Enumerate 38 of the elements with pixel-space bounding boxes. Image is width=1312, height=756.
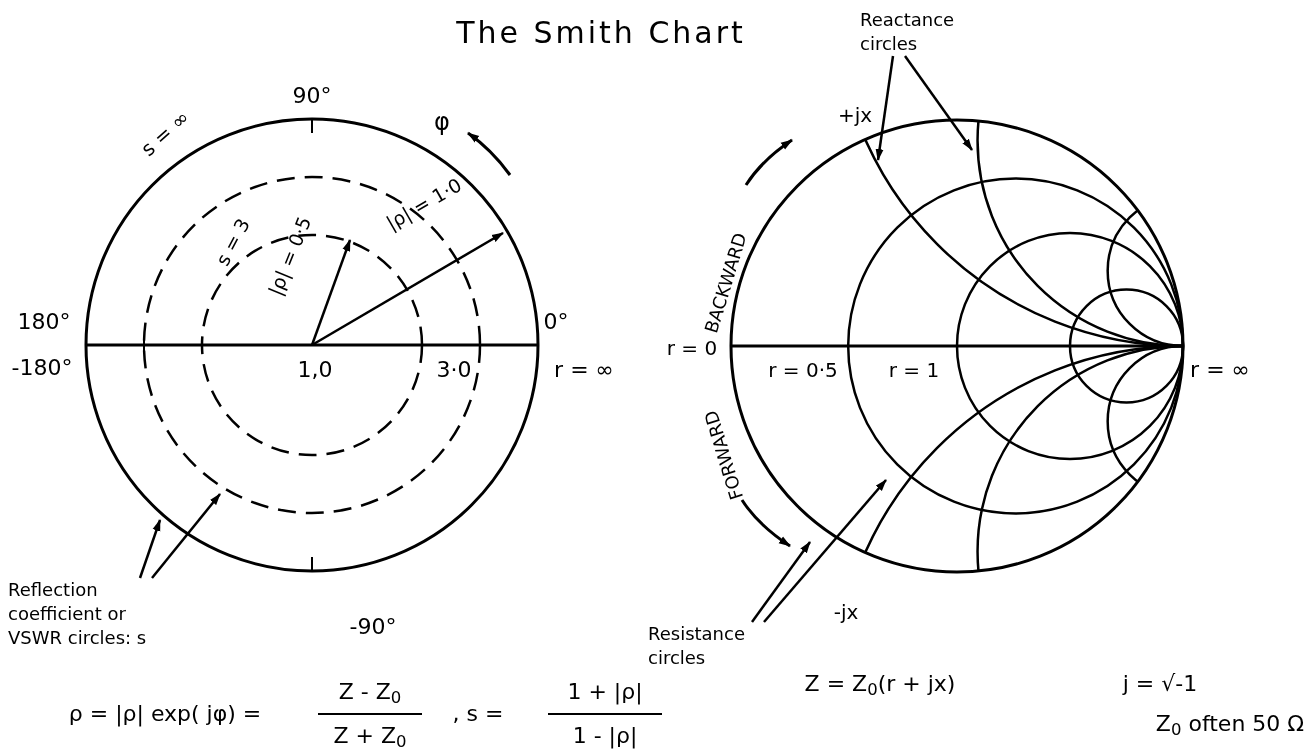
leader-line <box>751 541 811 623</box>
callout-text: Reactance circles <box>860 8 1010 56</box>
chart-label: s = ∞ <box>137 106 193 160</box>
callout-text: Reflection coefficient or VSWR circles: s <box>8 578 158 650</box>
chart-label: r = ∞ <box>1190 359 1250 381</box>
leader-line <box>763 479 887 623</box>
chart-label: r = 0·5 <box>768 360 838 380</box>
title: The Smith Chart <box>456 14 746 52</box>
chart-label: r = ∞ <box>554 359 614 381</box>
chart-label: s = 3 <box>212 215 254 269</box>
chart-label: φ <box>434 110 450 134</box>
chart-label: r = 0 <box>666 338 718 358</box>
chart-label: Z = Z$_{0}$(r + jx) <box>804 673 956 695</box>
chart-label: 1 - |ρ| <box>572 725 638 747</box>
chart-label: +jx <box>837 105 873 125</box>
chart-label: -jx <box>833 602 859 622</box>
leader-line <box>138 519 162 579</box>
callout-text: Resistance circles <box>648 622 768 670</box>
chart-label: 1 + |ρ| <box>567 681 643 703</box>
chart-label: j = √-1 <box>1122 673 1198 695</box>
chart-label: Z + Z$_{0}$ <box>333 725 407 747</box>
chart-label: 1,0 <box>297 359 333 381</box>
chart-label: Z$_{0}$ often 50 Ω <box>1155 713 1305 735</box>
chart-label: , s = <box>452 703 504 725</box>
chart-label: -90° <box>349 616 397 638</box>
chart-label: 180° <box>17 311 71 333</box>
chart-label: r = 1 <box>888 360 940 380</box>
chart-label: 0° <box>543 311 569 333</box>
chart-label: |ρ| = 0·5 <box>265 213 315 299</box>
leader-line <box>904 55 973 151</box>
chart-label: 3·0 <box>436 359 472 381</box>
chart-label: ρ = |ρ| exp( jφ) = <box>68 703 262 725</box>
leader-line <box>875 55 895 161</box>
chart-label: |ρ| = 1·0 <box>383 175 465 233</box>
leader-line <box>151 493 221 579</box>
chart-label: 90° <box>292 85 332 107</box>
chart-label: Z - Z$_{0}$ <box>338 681 402 703</box>
chart-label: -180° <box>11 357 73 379</box>
